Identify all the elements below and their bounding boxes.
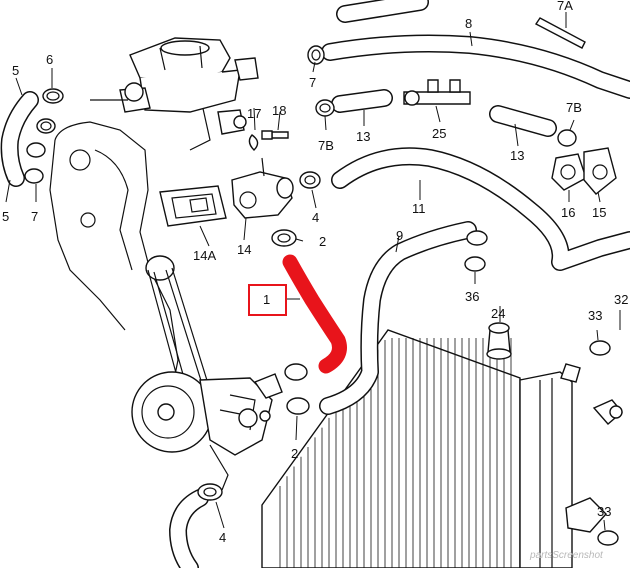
- clamp-7A: [534, 17, 586, 49]
- label-part-32: 32: [614, 292, 628, 307]
- clamp-6: [42, 88, 64, 104]
- engine-block: [49, 84, 211, 421]
- hose-13-short: [331, 89, 393, 113]
- sensor-unit: [217, 109, 247, 135]
- hose-left-upper: [0, 91, 39, 187]
- label-part-7B-left: 7B: [318, 138, 334, 153]
- label-part-16: 16: [561, 205, 575, 220]
- label-part-13-right: 13: [510, 148, 524, 163]
- label-part-7B-right: 7B: [566, 100, 582, 115]
- carburettor: [90, 37, 259, 113]
- clamp-33-b: [597, 530, 619, 546]
- clamp-4-a: [299, 171, 321, 189]
- clamp-4-b: [197, 483, 223, 501]
- part-labels: 5 6 5 7 7 7A 8 7B 13 25 13 7B 17 18 16 1…: [2, 0, 628, 545]
- part-17-clip: [248, 134, 259, 151]
- label-part-24: 24: [491, 306, 505, 321]
- hose-clamps: [24, 17, 619, 546]
- clamp-2-b: [284, 363, 310, 415]
- belt-pulley-assembly: [131, 255, 283, 491]
- hose-8: [321, 0, 630, 99]
- part-14a-flange: [159, 185, 227, 227]
- clamp-7B-b: [557, 129, 577, 147]
- label-part-4-top: 4: [312, 210, 319, 225]
- hose-bottom-left: [169, 489, 209, 568]
- label-part-2-bottom: 2: [291, 446, 298, 461]
- watermark-text: partsScreenshot: [529, 550, 604, 561]
- clamp-2-a: [271, 229, 297, 247]
- clamp-33-a: [589, 340, 611, 356]
- part-1-highlight-box: [248, 284, 287, 316]
- label-part-6: 6: [46, 52, 53, 67]
- part-24-cap: [486, 322, 512, 360]
- part-16-flange: [551, 153, 587, 191]
- label-part-9: 9: [396, 228, 403, 243]
- label-part-5-bottom: 5: [2, 209, 9, 224]
- hose-9: [319, 221, 477, 415]
- radiator: [261, 329, 623, 568]
- label-part-17: 17: [247, 106, 261, 121]
- label-part-13-left: 13: [356, 129, 370, 144]
- part-15-flange: [583, 147, 617, 195]
- part-1-hose-highlighted: [282, 254, 347, 374]
- clamp-7-top: [307, 45, 325, 65]
- label-part-7-top: 7: [309, 75, 316, 90]
- clamp-7-left: [24, 142, 46, 184]
- clamp-36: [464, 230, 488, 272]
- label-part-4-bottom: 4: [219, 530, 226, 545]
- label-part-18: 18: [272, 103, 286, 118]
- part-18-bolt: [261, 130, 289, 140]
- label-part-14A: 14A: [193, 248, 216, 263]
- label-part-15: 15: [592, 205, 606, 220]
- label-part-7A: 7A: [557, 0, 573, 13]
- clamp-7B-a: [315, 99, 335, 117]
- hose-13-long: [489, 105, 557, 137]
- label-part-8: 8: [465, 16, 472, 31]
- part-14-thermostat-housing: [231, 157, 294, 219]
- label-part-36: 36: [465, 289, 479, 304]
- label-part-7-left: 7: [31, 209, 38, 224]
- label-part-25: 25: [432, 126, 446, 141]
- label-part-5-top: 5: [12, 63, 19, 78]
- label-part-33-upper: 33: [588, 308, 602, 323]
- clamp-6b: [36, 118, 56, 134]
- hose-11: [331, 147, 630, 271]
- label-part-1: 1: [263, 292, 270, 307]
- part-25-t-piece: [403, 79, 471, 106]
- label-part-2-top: 2: [319, 234, 326, 249]
- leader-lines: [5, 12, 621, 531]
- label-part-33-lower: 33: [597, 504, 611, 519]
- label-part-14: 14: [237, 242, 251, 257]
- label-part-11: 11: [412, 201, 426, 216]
